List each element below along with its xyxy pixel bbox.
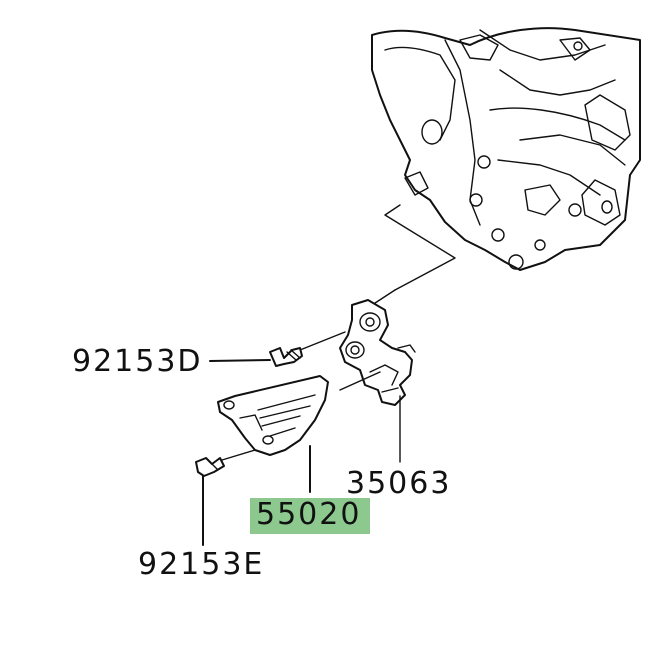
part-label-92153e: 92153E bbox=[138, 547, 265, 582]
leader-92153d bbox=[209, 359, 271, 362]
bracket-35063 bbox=[339, 299, 416, 406]
part-label-35063: 35063 bbox=[346, 466, 452, 501]
leader-guard-bracket bbox=[339, 371, 381, 391]
leader-bolt-d-top bbox=[299, 331, 346, 351]
leader-frame bbox=[384, 204, 456, 291]
leader-guard-bolt bbox=[221, 449, 256, 461]
bolt-92153d bbox=[269, 347, 303, 367]
bolt-92153e bbox=[195, 457, 225, 477]
leader-frame-tail bbox=[371, 289, 396, 306]
part-label-92153d: 92153D bbox=[72, 344, 203, 379]
guard-55020 bbox=[217, 375, 329, 456]
highlight-55020 bbox=[250, 498, 370, 534]
engine-frame bbox=[371, 27, 641, 271]
part-label-55020: 55020 bbox=[256, 497, 362, 532]
